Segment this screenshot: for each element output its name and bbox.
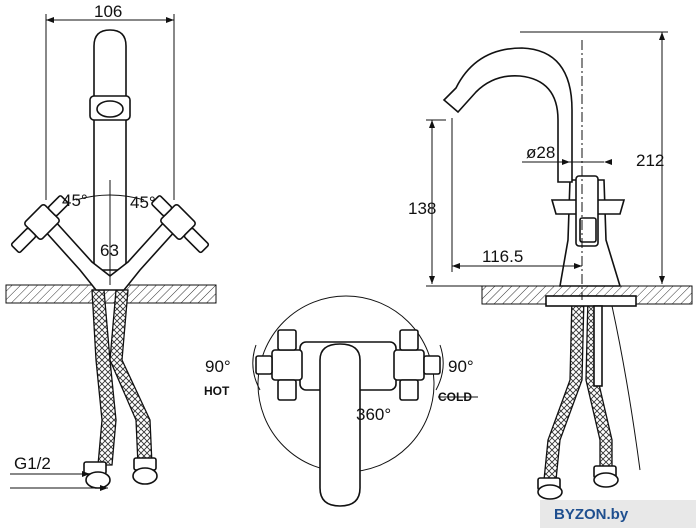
side-hose-left	[543, 295, 585, 481]
top-handle-right[interactable]	[393, 329, 441, 401]
front-spout	[93, 29, 127, 271]
dim-body-diameter: ø28	[526, 143, 555, 162]
front-handle-right[interactable]	[147, 191, 213, 257]
dim-angle-left: 45°	[62, 191, 88, 210]
dim-rotation-left: 90°	[205, 357, 231, 376]
top-handle-left[interactable]	[255, 329, 303, 401]
dim-spout-width: 106	[94, 2, 122, 21]
dim-reach: 116.5	[482, 247, 523, 266]
watermark-text: BYZON.by	[554, 506, 629, 523]
dim-angle-right: 45°	[130, 193, 156, 212]
side-stud	[593, 305, 603, 387]
side-spout	[442, 47, 573, 183]
dim-thread: G1/2	[14, 454, 51, 473]
watermark: BYZON.by	[540, 500, 696, 528]
dim-spout-rotation: 360°	[356, 405, 391, 424]
front-view: 106 45° 45° 63 G1/2	[5, 2, 217, 491]
front-hose-left	[91, 289, 117, 466]
side-view: 212 138 116.5 ø28	[408, 31, 693, 500]
front-handle-left[interactable]	[7, 191, 73, 257]
front-hose-right	[109, 289, 153, 466]
top-spout	[319, 343, 361, 507]
label-hot: HOT	[204, 384, 230, 398]
dim-total-height: 212	[636, 151, 664, 170]
dim-rotation-right: 90°	[448, 357, 474, 376]
top-view: 90° 90° HOT COLD 360°	[204, 295, 478, 507]
dim-handle-spacing: 63	[100, 241, 119, 260]
side-handle[interactable]	[550, 175, 626, 247]
dim-outlet-height: 138	[408, 199, 436, 218]
side-mounting-plate	[545, 295, 637, 307]
